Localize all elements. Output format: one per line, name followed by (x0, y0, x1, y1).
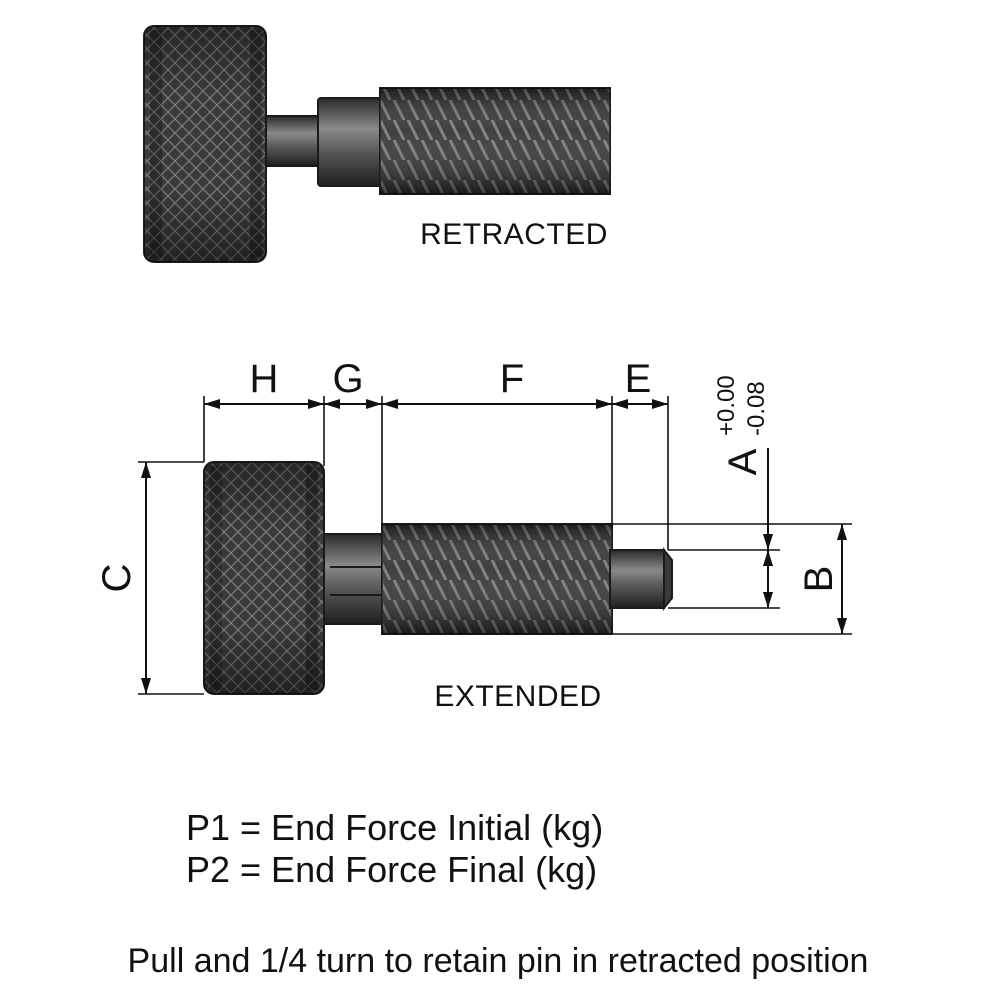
usage-note: Pull and 1/4 turn to retain pin in retra… (128, 942, 869, 980)
plunger-pin-tip (663, 547, 673, 611)
dim-label-h: H (250, 357, 279, 401)
extended-label: EXTENDED (434, 680, 601, 713)
extended-shaft (311, 533, 393, 625)
dimension-lines (138, 396, 852, 695)
dimension-labels: H G F E C A +0.00 -0.08 B (95, 357, 841, 592)
dim-label-c: C (95, 564, 139, 593)
dim-label-b: B (797, 566, 841, 593)
retracted-label: RETRACTED (420, 218, 608, 251)
dim-label-f: F (500, 357, 524, 401)
dim-label-a: A (721, 448, 765, 475)
dim-label-a-tol-upper: +0.00 (713, 375, 740, 436)
legend-p2: P2 = End Force Final (kg) (186, 849, 597, 890)
dim-label-g: G (332, 357, 363, 401)
dim-label-e: E (625, 357, 652, 401)
extended-view: EXTENDED (203, 461, 673, 713)
retracted-collar (317, 97, 385, 187)
dim-label-a-tol-lower: -0.08 (743, 381, 770, 436)
retracted-view: RETRACTED (143, 25, 611, 263)
legend: P1 = End Force Initial (kg) P2 = End For… (186, 807, 603, 890)
legend-p1: P1 = End Force Initial (kg) (186, 807, 603, 848)
plunger-pin (609, 549, 665, 609)
